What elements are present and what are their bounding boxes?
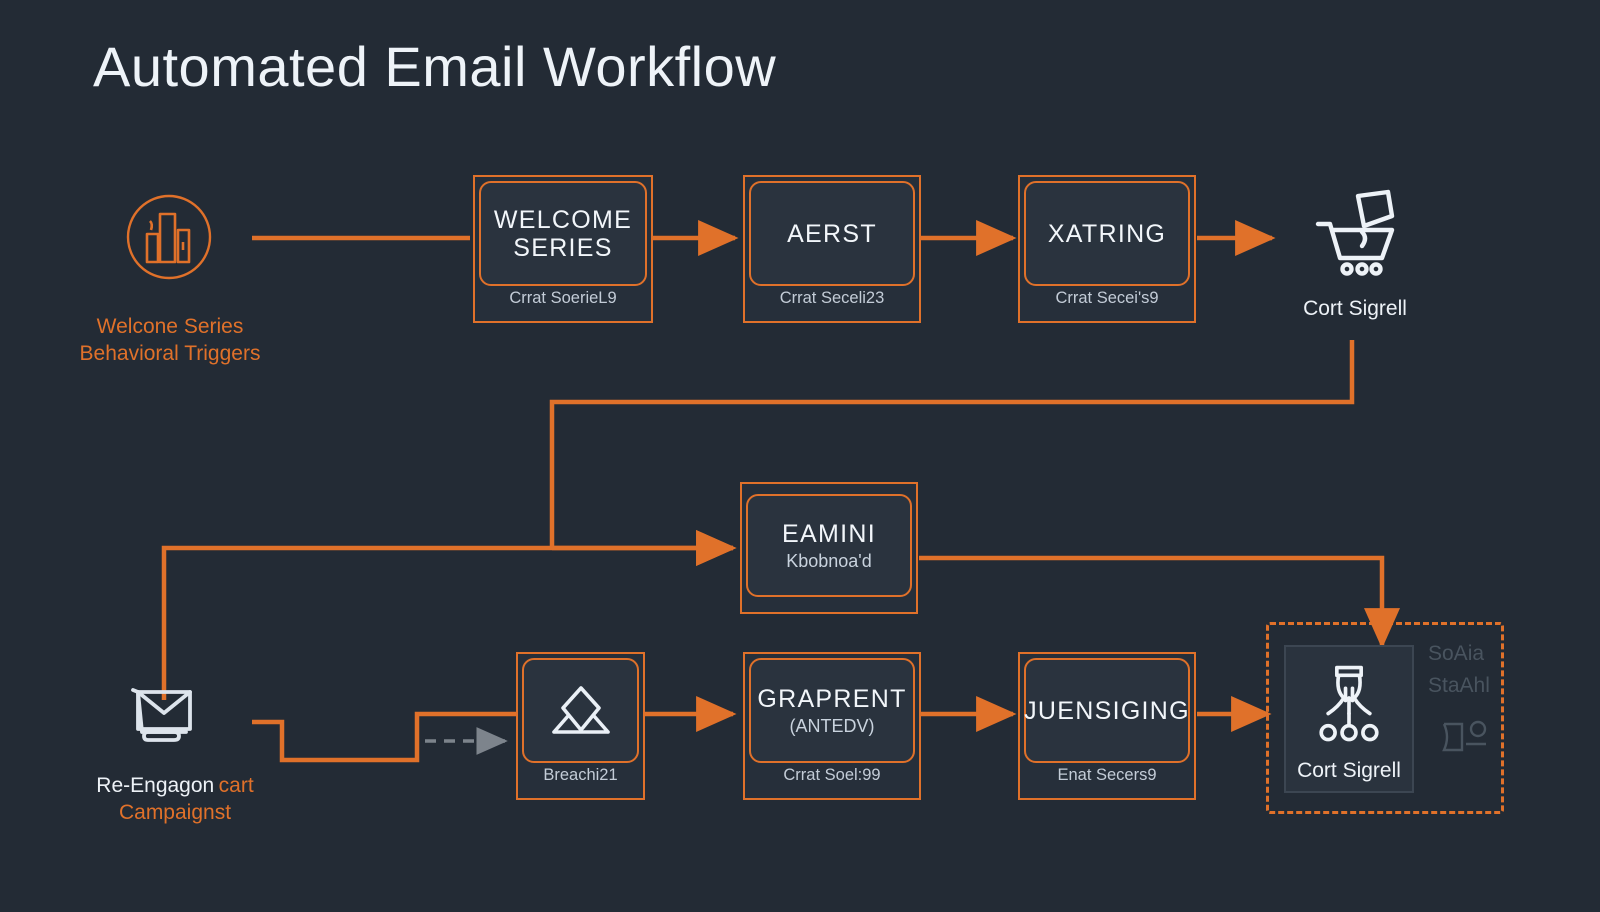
start-label-line2: Behavioral Triggers [79,341,261,365]
node-title: AERST [787,219,877,248]
node-title: GRAPRENT [757,684,907,713]
node-caption: Enat Secers9 [1057,766,1157,784]
node-juensiging[interactable]: JUENSIGING Enat Secers9 [1018,652,1196,800]
start-label-line1: Welcone Series [96,315,244,338]
node-caption: Crrat Seceli23 [779,289,885,307]
ghost-line1: SoAia [1428,642,1485,665]
node-caption: Crrat SoerieL9 [509,289,617,307]
ghost-icon-sketch [1436,718,1490,766]
cart-node-label: Cort Sigrell [1303,297,1407,320]
node-caption: Crrat Soel:99 [783,766,881,784]
reengage-node-label: Re-Engagon cart Campaignst [10,773,340,827]
start-node-label: Welcone Series Behavioral Triggers [20,314,320,368]
reengage-label-orange-2: Campaignst [118,800,232,824]
node-subtitle: (ANTEDV) [789,715,875,736]
ghost-line2: StaAhl [1428,673,1490,697]
node-breachi[interactable]: Breachi21 [516,652,645,800]
buildings-circle-icon [124,192,214,282]
funnel-split-icon [1319,665,1379,741]
node-title: JUENSIGING [1024,696,1190,725]
node-caption: Breachi21 [543,766,618,784]
reengage-label-white: Re-Engagon [96,774,215,797]
node-title: EAMINI [782,519,876,548]
node-caption: Cort Sigrell [1297,759,1401,782]
node-subtitle: Kbobnoa'd [786,550,872,571]
node-title: XATRING [1047,219,1167,248]
node-aerst[interactable]: AERST Crrat Seceli23 [743,175,921,323]
reengage-label-orange-1: cart [218,774,254,797]
page-title: Automated Email Workflow [93,35,777,98]
node-eamini[interactable]: EAMINI Kbobnoa'd [740,482,918,614]
inbox-envelope-icon [551,685,610,734]
node-xatring[interactable]: XATRING Crrat Secei's9 [1018,175,1196,323]
ghost-annotation: SoAia StaAhl [1428,638,1490,701]
dashed-group-container [1266,622,1504,814]
node-cort-sigrell[interactable]: Cort Sigrell [1284,645,1414,793]
node-graprent[interactable]: GRAPRENT (ANTEDV) Crrat Soel:99 [743,652,921,800]
envelope-icon [124,680,206,752]
shopping-cart-tag-icon [1300,186,1406,286]
node-welcome-series[interactable]: WELCOME SERIES Crrat SoerieL9 [473,175,653,323]
node-title: WELCOME SERIES [493,205,633,262]
node-caption: Crrat Secei's9 [1055,289,1159,307]
